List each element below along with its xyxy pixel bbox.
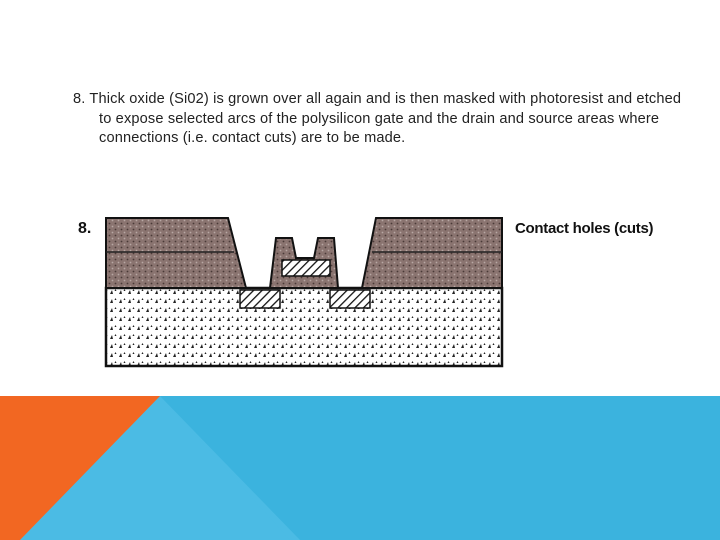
left-oxide-block (105, 217, 248, 289)
right-oxide-block (360, 217, 503, 289)
substrate-layer (104, 286, 504, 368)
band-blue-shape (160, 396, 720, 540)
decorative-bottom-band (0, 396, 720, 540)
band-orange (0, 396, 160, 540)
drain-diffusion (329, 289, 371, 309)
source-diffusion (239, 289, 281, 309)
step-label: 8. (78, 220, 91, 237)
slide-body-text: 8. Thick oxide (Si02) is grown over all … (73, 91, 682, 146)
contact-cuts-diagram: 8. Contact holes (cuts) (78, 217, 654, 368)
band-light-triangle (0, 396, 300, 540)
diagram-caption: Contact holes (cuts) (515, 220, 653, 237)
polysilicon-gate (281, 259, 331, 277)
